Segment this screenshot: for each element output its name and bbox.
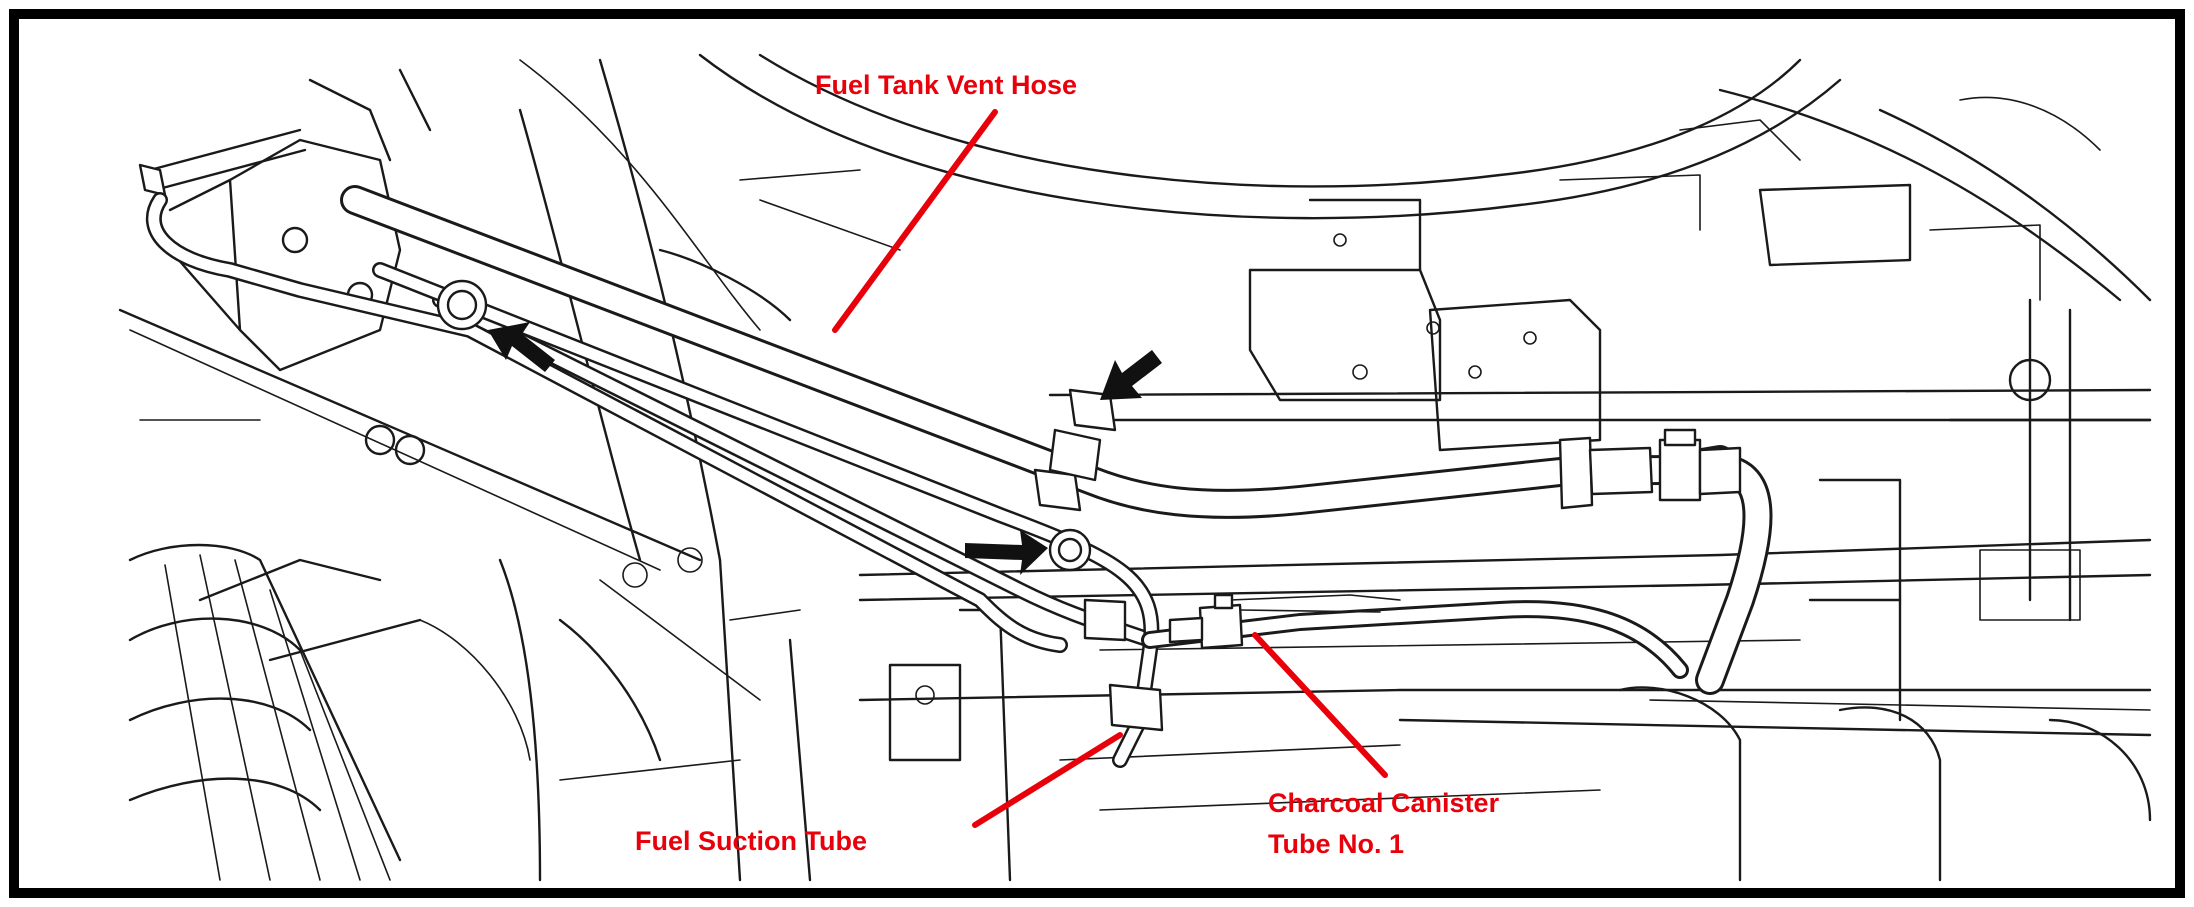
label-fuel-suction-tube: Fuel Suction Tube [635,826,867,856]
callouts: Fuel Tank Vent Hose Fuel Suction Tube Ch… [635,70,1500,859]
background-chassis-lineart [118,53,2152,882]
callout-leader-suction-tube [972,732,1123,828]
location-arrows [488,322,1162,575]
callout-leader-vent-hose [832,109,998,333]
callout-leader-canister-tube [1252,632,1388,778]
arrow-bolt-center [965,530,1048,575]
hose-assembly [146,185,1773,768]
arrow-clamp-upper [1100,350,1162,400]
label-fuel-tank-vent-hose: Fuel Tank Vent Hose [815,70,1077,100]
label-charcoal-canister: Charcoal Canister [1268,788,1500,818]
fuel-tank-vent-hose [340,185,1735,519]
charcoal-canister-tube [1141,455,1773,695]
arrow-bolt-left [488,322,555,372]
label-canister-tube-number: Tube No. 1 [1268,829,1404,859]
hose-connectors [436,279,1742,732]
